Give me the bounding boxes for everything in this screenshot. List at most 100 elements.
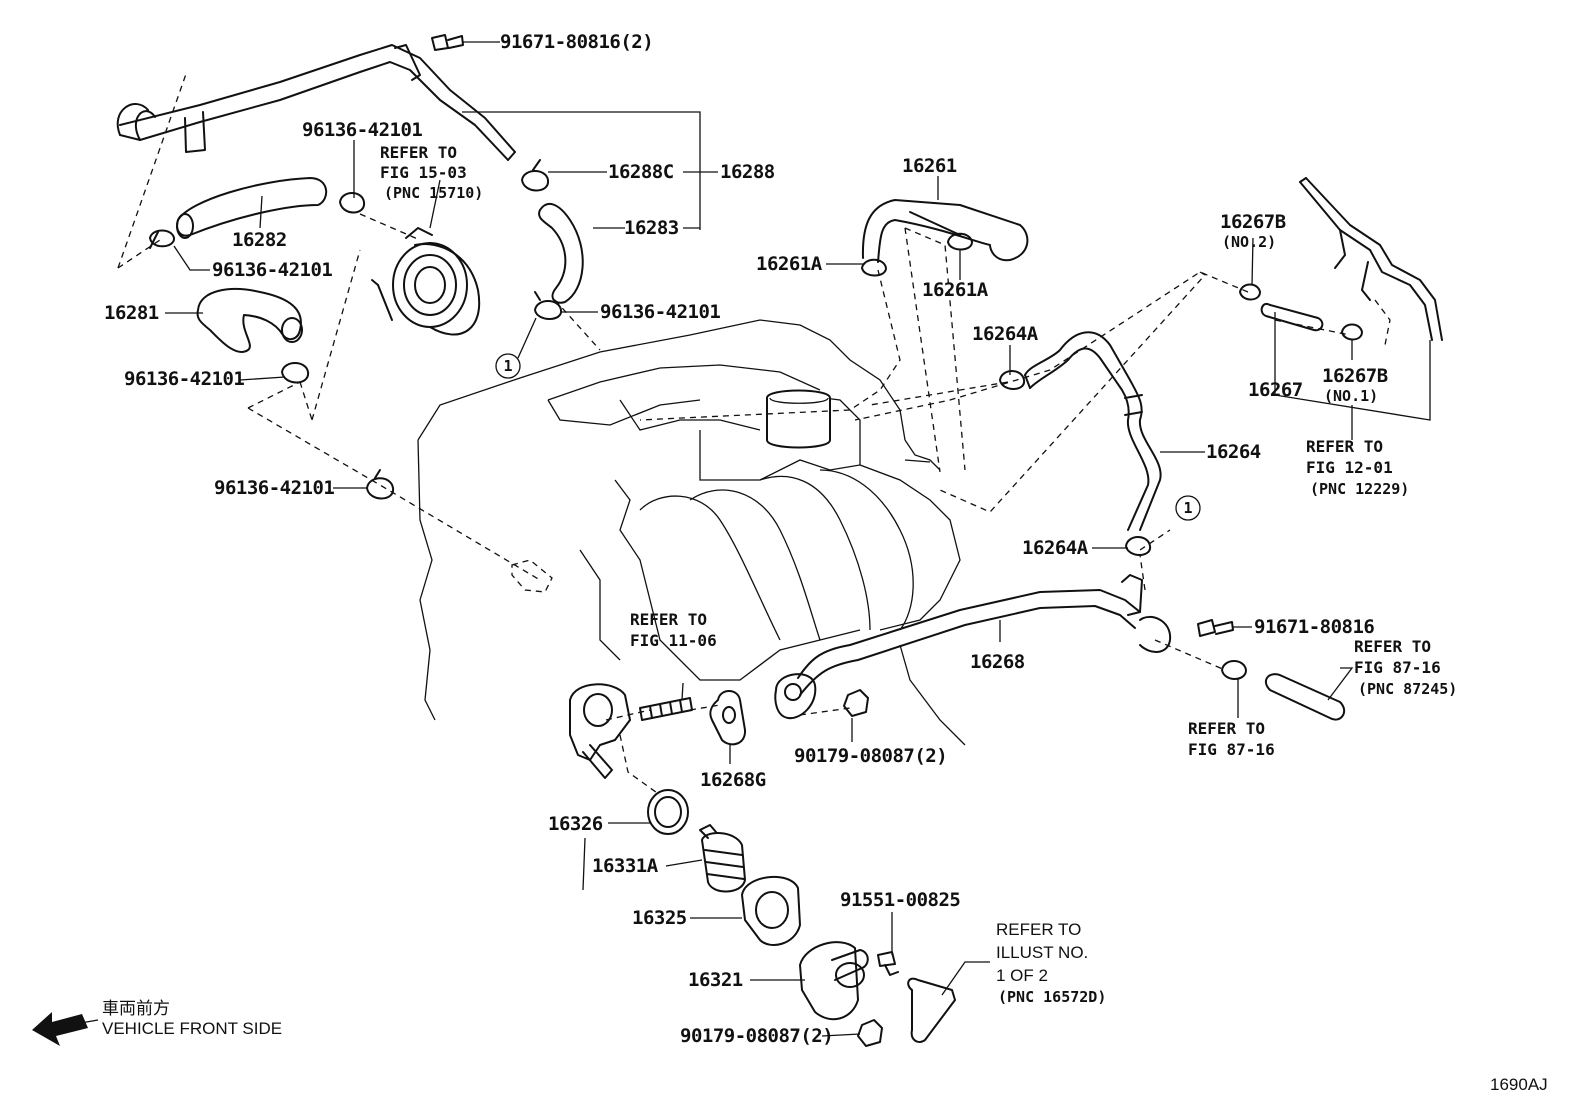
label-16331a: 16331A (592, 855, 659, 877)
gasket-16326 (647, 789, 689, 835)
label-91671-80816-2: 91671-80816(2) (500, 31, 653, 53)
gasket-16325 (741, 875, 801, 946)
clamp-left-upper (149, 229, 175, 249)
engine-outline (417, 319, 966, 746)
fitting-front (511, 559, 553, 593)
front-direction-arrow (32, 1012, 88, 1046)
label-16325: 16325 (632, 907, 687, 929)
label-96136-c: 96136-42101 (124, 368, 244, 390)
ref-15-03-line3: (PNC 15710) (384, 184, 483, 202)
label-96136-a: 96136-42101 (212, 259, 332, 281)
ref-87-16-b-line1: REFER TO (1188, 719, 1265, 738)
label-16264: 16264 (1206, 441, 1261, 463)
water-inlet-housing (569, 683, 631, 779)
ref-illust-line4: (PNC 16572D) (998, 988, 1106, 1006)
label-16321: 16321 (688, 969, 743, 991)
ref-11-06-line1: REFER TO (630, 610, 707, 629)
clamp-16264a-top (999, 370, 1026, 390)
bolt-91671-right (1197, 619, 1234, 637)
part-labels: 91671-80816(2) 96136-42101 16288C 16288 … (104, 31, 1388, 1047)
label-16288: 16288 (720, 161, 775, 183)
svg-text:1: 1 (503, 357, 512, 375)
label-16261: 16261 (902, 155, 957, 177)
water-inlet-16321 (799, 941, 869, 1021)
label-16267: 16267 (1248, 379, 1303, 401)
hose-16261 (861, 199, 1029, 263)
clamp-16283-bottom (534, 291, 562, 320)
ref-11-06-line2: FIG 11-06 (630, 631, 717, 650)
stud-11-06 (639, 697, 693, 721)
ref-illust-line2: ILLUST NO. (996, 943, 1088, 962)
label-16267b-1-note: (NO.2) (1222, 233, 1276, 251)
hose-16288-top (116, 44, 516, 161)
direction-en: VEHICLE FRONT SIDE (102, 1019, 282, 1038)
clamp-16267b-no2 (1239, 283, 1261, 301)
pipe-16268 (774, 574, 1172, 720)
ref-87-16-a-line1: REFER TO (1354, 637, 1431, 656)
circle-marker-1: 1 (495, 317, 537, 379)
circle-marker-2: 1 (1175, 495, 1201, 521)
bolt-91671-top (431, 34, 464, 51)
label-96136-d: 96136-42101 (214, 477, 334, 499)
clamp-16261a-left (861, 258, 887, 277)
ref-87-16-b-line2: FIG 87-16 (1188, 740, 1275, 759)
hose-87245 (1264, 673, 1346, 721)
oil-filter-15710 (371, 227, 481, 336)
hose-16572d (907, 977, 956, 1043)
nut-90179-lower (857, 1019, 883, 1047)
label-16267b-2: 16267B (1322, 365, 1388, 387)
label-16268g: 16268G (700, 769, 766, 791)
label-16261a-2: 16261A (922, 279, 989, 301)
label-16288c: 16288C (608, 161, 674, 183)
svg-text:1: 1 (1183, 499, 1192, 517)
leader-lines (39, 41, 1431, 1037)
label-96136-top: 96136-42101 (302, 119, 422, 141)
label-91671-80816: 91671-80816 (1254, 616, 1374, 638)
hose-16283 (538, 202, 584, 304)
ref-87-16-a-line2: FIG 87-16 (1354, 658, 1441, 677)
label-16264a-1: 16264A (972, 323, 1039, 345)
ref-12-01-line1: REFER TO (1306, 437, 1383, 456)
label-16267b-1: 16267B (1220, 211, 1286, 233)
nut-90179-upper (843, 689, 869, 717)
dashed-guides (117, 73, 1391, 796)
thermostat-16331a (699, 824, 746, 893)
hose-16264 (1024, 331, 1162, 531)
clamp-16288c (521, 159, 550, 192)
label-16281: 16281 (104, 302, 159, 324)
label-96136-b: 96136-42101 (600, 301, 720, 323)
label-90179-2: 90179-08087(2) (680, 1025, 833, 1047)
ref-illust-line3: 1 OF 2 (996, 966, 1048, 985)
refer-notes: REFER TO FIG 15-03 (PNC 15710) REFER TO … (380, 143, 1457, 1006)
label-91551: 91551-00825 (840, 889, 960, 911)
ref-15-03-line1: REFER TO (380, 143, 457, 162)
clamp-16264a-bottom (1125, 536, 1152, 556)
hose-16281 (196, 288, 303, 353)
ref-87-16-a-line3: (PNC 87245) (1358, 680, 1457, 698)
clamp-96136-mid (366, 469, 395, 500)
clamp-87-16 (1221, 660, 1247, 680)
hose-16282 (176, 177, 328, 239)
diagram-id: 1690AJ (1490, 1075, 1548, 1094)
label-16268: 16268 (970, 651, 1025, 673)
clamp-96136-top (339, 192, 366, 214)
label-16283: 16283 (624, 217, 679, 239)
ref-12-01-line3: (PNC 12229) (1310, 480, 1409, 498)
ref-15-03-line2: FIG 15-03 (380, 163, 467, 182)
label-16326: 16326 (548, 813, 603, 835)
label-16267b-2-note: (NO.1) (1324, 387, 1378, 405)
bolt-91551 (877, 951, 899, 976)
clamp-16261a-right (947, 232, 973, 251)
ref-illust-line1: REFER TO (996, 920, 1081, 939)
clamp-16281 (281, 362, 310, 384)
label-90179-1: 90179-08087(2) (794, 745, 947, 767)
ref-12-01-line2: FIG 12-01 (1306, 458, 1393, 477)
label-16282: 16282 (232, 229, 287, 251)
hose-16267 (1260, 302, 1324, 332)
pipe-16267-assy (1299, 177, 1443, 341)
label-16261a-1: 16261A (756, 253, 823, 275)
clamp-16267b-no1 (1341, 323, 1363, 341)
gasket-16268g (709, 690, 747, 746)
